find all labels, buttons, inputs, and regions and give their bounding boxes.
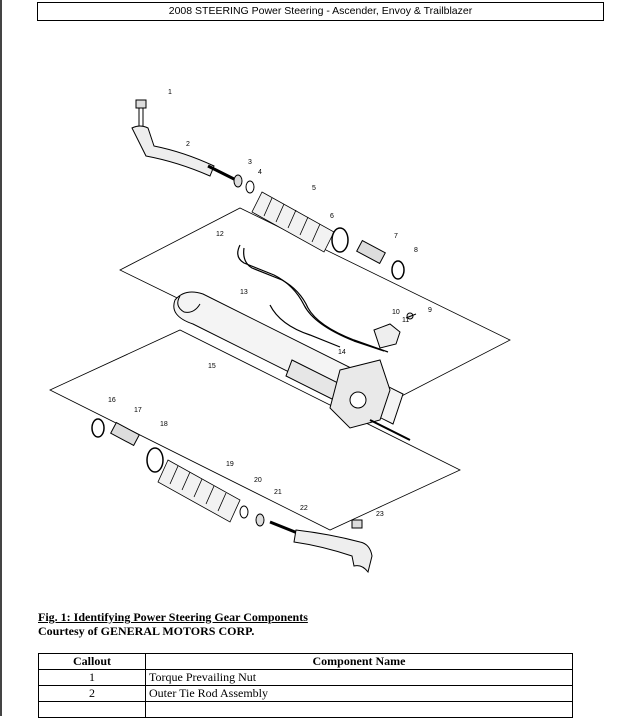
boot-clamp-20 <box>239 505 249 519</box>
fluid-lines <box>237 244 389 353</box>
row-callout: 1 <box>38 669 146 686</box>
clamp-18 <box>146 447 164 473</box>
callout-10: 10 <box>392 309 400 316</box>
callout-15: 15 <box>208 363 216 370</box>
valve-housing <box>329 359 411 441</box>
row-callout <box>38 701 146 718</box>
outer-tie-rod-top <box>131 99 237 182</box>
inner-tie-rod-17 <box>110 421 140 447</box>
callout-17: 17 <box>134 407 142 414</box>
boot-5 <box>251 191 335 253</box>
table-row <box>38 701 573 718</box>
callout-2: 2 <box>186 141 190 148</box>
callout-12: 12 <box>216 231 224 238</box>
callout-6: 6 <box>330 213 334 220</box>
table-row: 1 Torque Prevailing Nut <box>38 669 573 686</box>
callout-8: 8 <box>414 247 418 254</box>
row-component <box>145 701 573 718</box>
callout-21: 21 <box>274 489 282 496</box>
lower-plane <box>49 329 461 531</box>
callout-13: 13 <box>240 289 248 296</box>
page-header: 2008 STEERING Power Steering - Ascender,… <box>37 2 604 21</box>
bracket-10-11 <box>373 312 417 349</box>
callout-19: 19 <box>226 461 234 468</box>
jam-nut-3 <box>233 174 243 188</box>
callout-5: 5 <box>312 185 316 192</box>
callout-18: 18 <box>160 421 168 428</box>
outer-tie-rod-bottom <box>269 519 373 574</box>
component-column-header: Component Name <box>145 653 573 670</box>
callout-labels: 1 2 3 4 5 6 7 8 9 10 11 12 13 14 15 16 1… <box>108 89 432 518</box>
callout-7: 7 <box>394 233 398 240</box>
steering-gear-diagram: 1 2 3 4 5 6 7 8 9 10 11 12 13 14 15 16 1… <box>49 89 511 574</box>
callout-14: 14 <box>338 349 346 356</box>
boot-19 <box>157 459 241 523</box>
components-table: Callout Component Name 1 Torque Prevaili… <box>38 653 573 718</box>
row-callout: 2 <box>38 685 146 702</box>
row-component: Torque Prevailing Nut <box>145 669 573 686</box>
callout-1: 1 <box>168 89 172 96</box>
callout-9: 9 <box>428 307 432 314</box>
page-edge-rule <box>0 0 2 716</box>
clamp-6 <box>331 227 349 253</box>
ring-16 <box>91 418 105 438</box>
figure-caption: Fig. 1: Identifying Power Steering Gear … <box>38 610 308 638</box>
callout-4: 4 <box>258 169 262 176</box>
figure-credit: Courtesy of GENERAL MOTORS CORP. <box>38 624 255 638</box>
callout-column-header: Callout <box>38 653 146 670</box>
callout-22: 22 <box>300 505 308 512</box>
figure-title: Fig. 1: Identifying Power Steering Gear … <box>38 610 308 624</box>
table-row: 2 Outer Tie Rod Assembly <box>38 685 573 702</box>
callout-11: 11 <box>402 317 409 324</box>
callout-16: 16 <box>108 397 116 404</box>
inner-tie-rod-7 <box>356 239 386 265</box>
callout-3: 3 <box>248 159 252 166</box>
table-header-row: Callout Component Name <box>38 653 573 670</box>
boot-clamp-4 <box>245 180 255 194</box>
ring-8 <box>391 260 405 280</box>
jam-nut-21 <box>255 513 265 527</box>
callout-20: 20 <box>254 477 262 484</box>
row-component: Outer Tie Rod Assembly <box>145 685 573 702</box>
callout-23: 23 <box>376 511 384 518</box>
